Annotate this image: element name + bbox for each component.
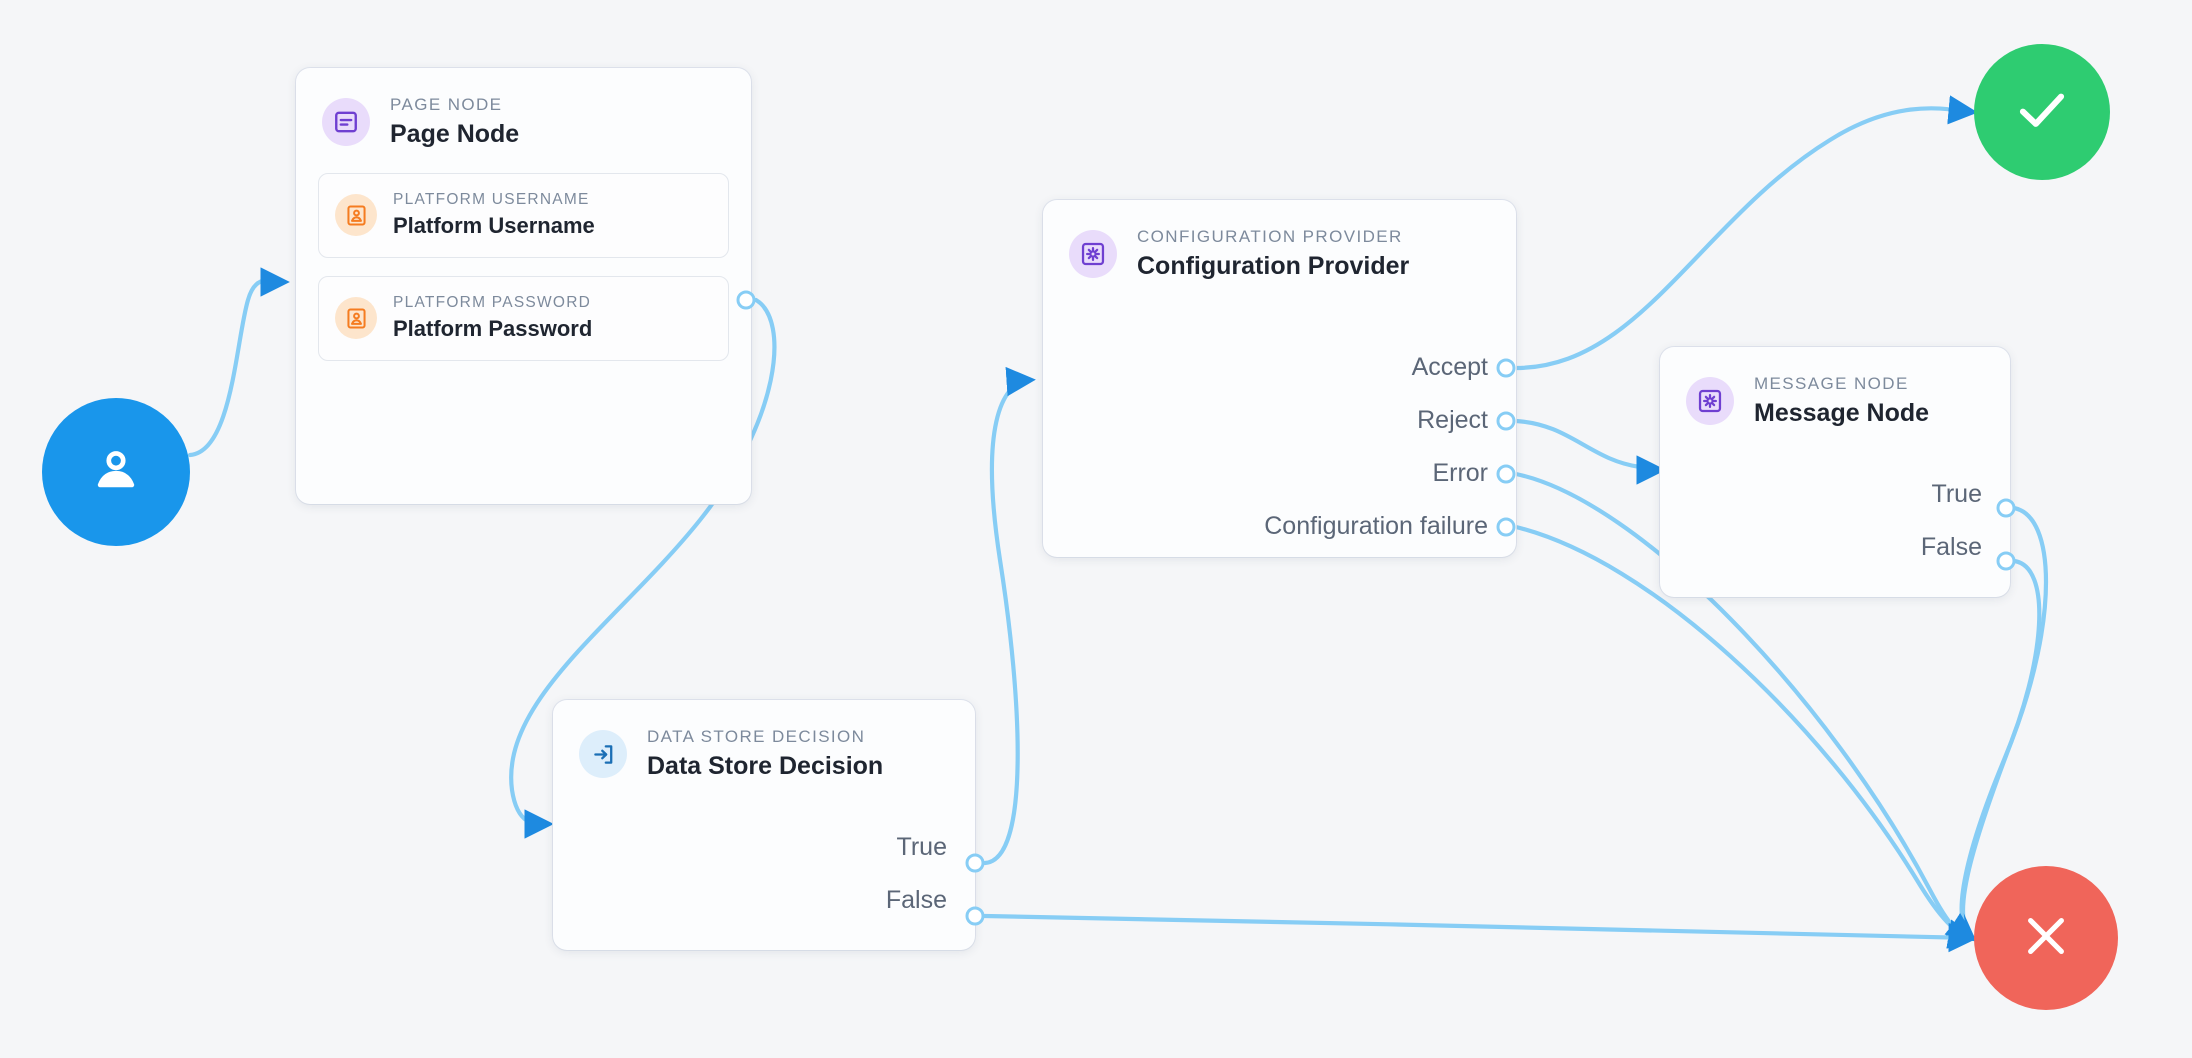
edge-start-to-page-node — [187, 267, 290, 458]
field-platform-username[interactable]: PLATFORM USERNAME Platform Username — [318, 172, 729, 258]
page-icon — [322, 98, 370, 147]
edge-data-store-false-to-failure — [982, 913, 1978, 953]
platform-username-kicker: PLATFORM USERNAME — [393, 190, 590, 208]
port-error-label: Error — [1432, 458, 1488, 487]
configuration-provider-accept-handle[interactable] — [1496, 358, 1516, 378]
message-node-title: Message Node — [1754, 399, 1930, 428]
port-message-true-label: True — [1931, 479, 1982, 508]
gear-square-icon — [1686, 377, 1734, 426]
configuration-provider-ports: Accept Reject Error Configuration failur… — [1043, 305, 1516, 571]
data-store-decision-header: DATA STORE DECISION Data Store Decision — [553, 700, 975, 805]
data-store-decision-node[interactable]: DATA STORE DECISION Data Store Decision … — [553, 700, 975, 950]
port-configuration-failure-label: Configuration failure — [1264, 511, 1488, 540]
port-data-store-false[interactable]: False — [553, 874, 975, 927]
port-data-store-true[interactable]: True — [553, 821, 975, 874]
message-node-ports: True False — [1660, 452, 2010, 592]
page-node-header: PAGE NODE Page Node — [296, 68, 751, 173]
close-icon — [2018, 908, 2074, 969]
port-accept[interactable]: Accept — [1043, 341, 1516, 394]
message-node-header: MESSAGE NODE Message Node — [1660, 347, 2010, 452]
configuration-provider-error-handle[interactable] — [1496, 464, 1516, 484]
platform-password-kicker: PLATFORM PASSWORD — [393, 293, 592, 311]
configuration-provider-node[interactable]: CONFIGURATION PROVIDER Configuration Pro… — [1043, 200, 1516, 557]
port-accept-label: Accept — [1411, 352, 1488, 381]
data-store-decision-kicker: DATA STORE DECISION — [647, 727, 866, 746]
page-node-kicker: PAGE NODE — [390, 95, 503, 114]
data-store-decision-ports: True False — [553, 805, 975, 945]
edge-reject-to-message-node — [1513, 418, 1666, 485]
page-node[interactable]: PAGE NODE Page Node PLATFORM USERNAME Pl… — [296, 68, 751, 504]
page-node-output-handle[interactable] — [736, 290, 756, 310]
port-message-true[interactable]: True — [1660, 468, 2010, 521]
id-card-icon — [335, 194, 377, 237]
gear-square-icon — [1069, 230, 1117, 279]
platform-password-title: Platform Password — [393, 316, 593, 342]
success-node[interactable] — [1974, 44, 2110, 180]
port-message-false[interactable]: False — [1660, 521, 2010, 574]
configuration-provider-config-failure-handle[interactable] — [1496, 517, 1516, 537]
user-icon — [88, 442, 144, 503]
message-node-true-handle[interactable] — [1996, 498, 2016, 518]
check-icon — [2011, 79, 2073, 146]
port-data-store-false-label: False — [885, 885, 947, 914]
start-node[interactable] — [42, 398, 190, 546]
configuration-provider-header: CONFIGURATION PROVIDER Configuration Pro… — [1043, 200, 1516, 305]
configuration-provider-kicker: CONFIGURATION PROVIDER — [1137, 227, 1403, 246]
port-reject-label: Reject — [1417, 405, 1488, 434]
platform-username-title: Platform Username — [393, 213, 595, 239]
page-node-title: Page Node — [390, 120, 520, 149]
field-platform-password[interactable]: PLATFORM PASSWORD Platform Password — [318, 275, 729, 361]
port-configuration-failure[interactable]: Configuration failure — [1043, 500, 1516, 553]
data-store-decision-true-handle[interactable] — [965, 853, 985, 873]
id-card-icon — [335, 297, 377, 340]
configuration-provider-title: Configuration Provider — [1137, 252, 1410, 281]
edge-data-store-true-to-config-provider — [982, 366, 1036, 866]
configuration-provider-reject-handle[interactable] — [1496, 411, 1516, 431]
port-data-store-true-label: True — [896, 832, 947, 861]
port-reject[interactable]: Reject — [1043, 394, 1516, 447]
port-error[interactable]: Error — [1043, 447, 1516, 500]
data-store-decision-false-handle[interactable] — [965, 906, 985, 926]
login-arrow-icon — [579, 730, 627, 779]
message-node-false-handle[interactable] — [1996, 551, 2016, 571]
port-message-false-label: False — [1920, 532, 1982, 561]
message-node[interactable]: MESSAGE NODE Message Node True False — [1660, 347, 2010, 597]
message-node-kicker: MESSAGE NODE — [1754, 374, 1909, 393]
data-store-decision-title: Data Store Decision — [647, 752, 884, 781]
edge-accept-to-success — [1513, 95, 1978, 371]
failure-node[interactable] — [1974, 866, 2118, 1010]
